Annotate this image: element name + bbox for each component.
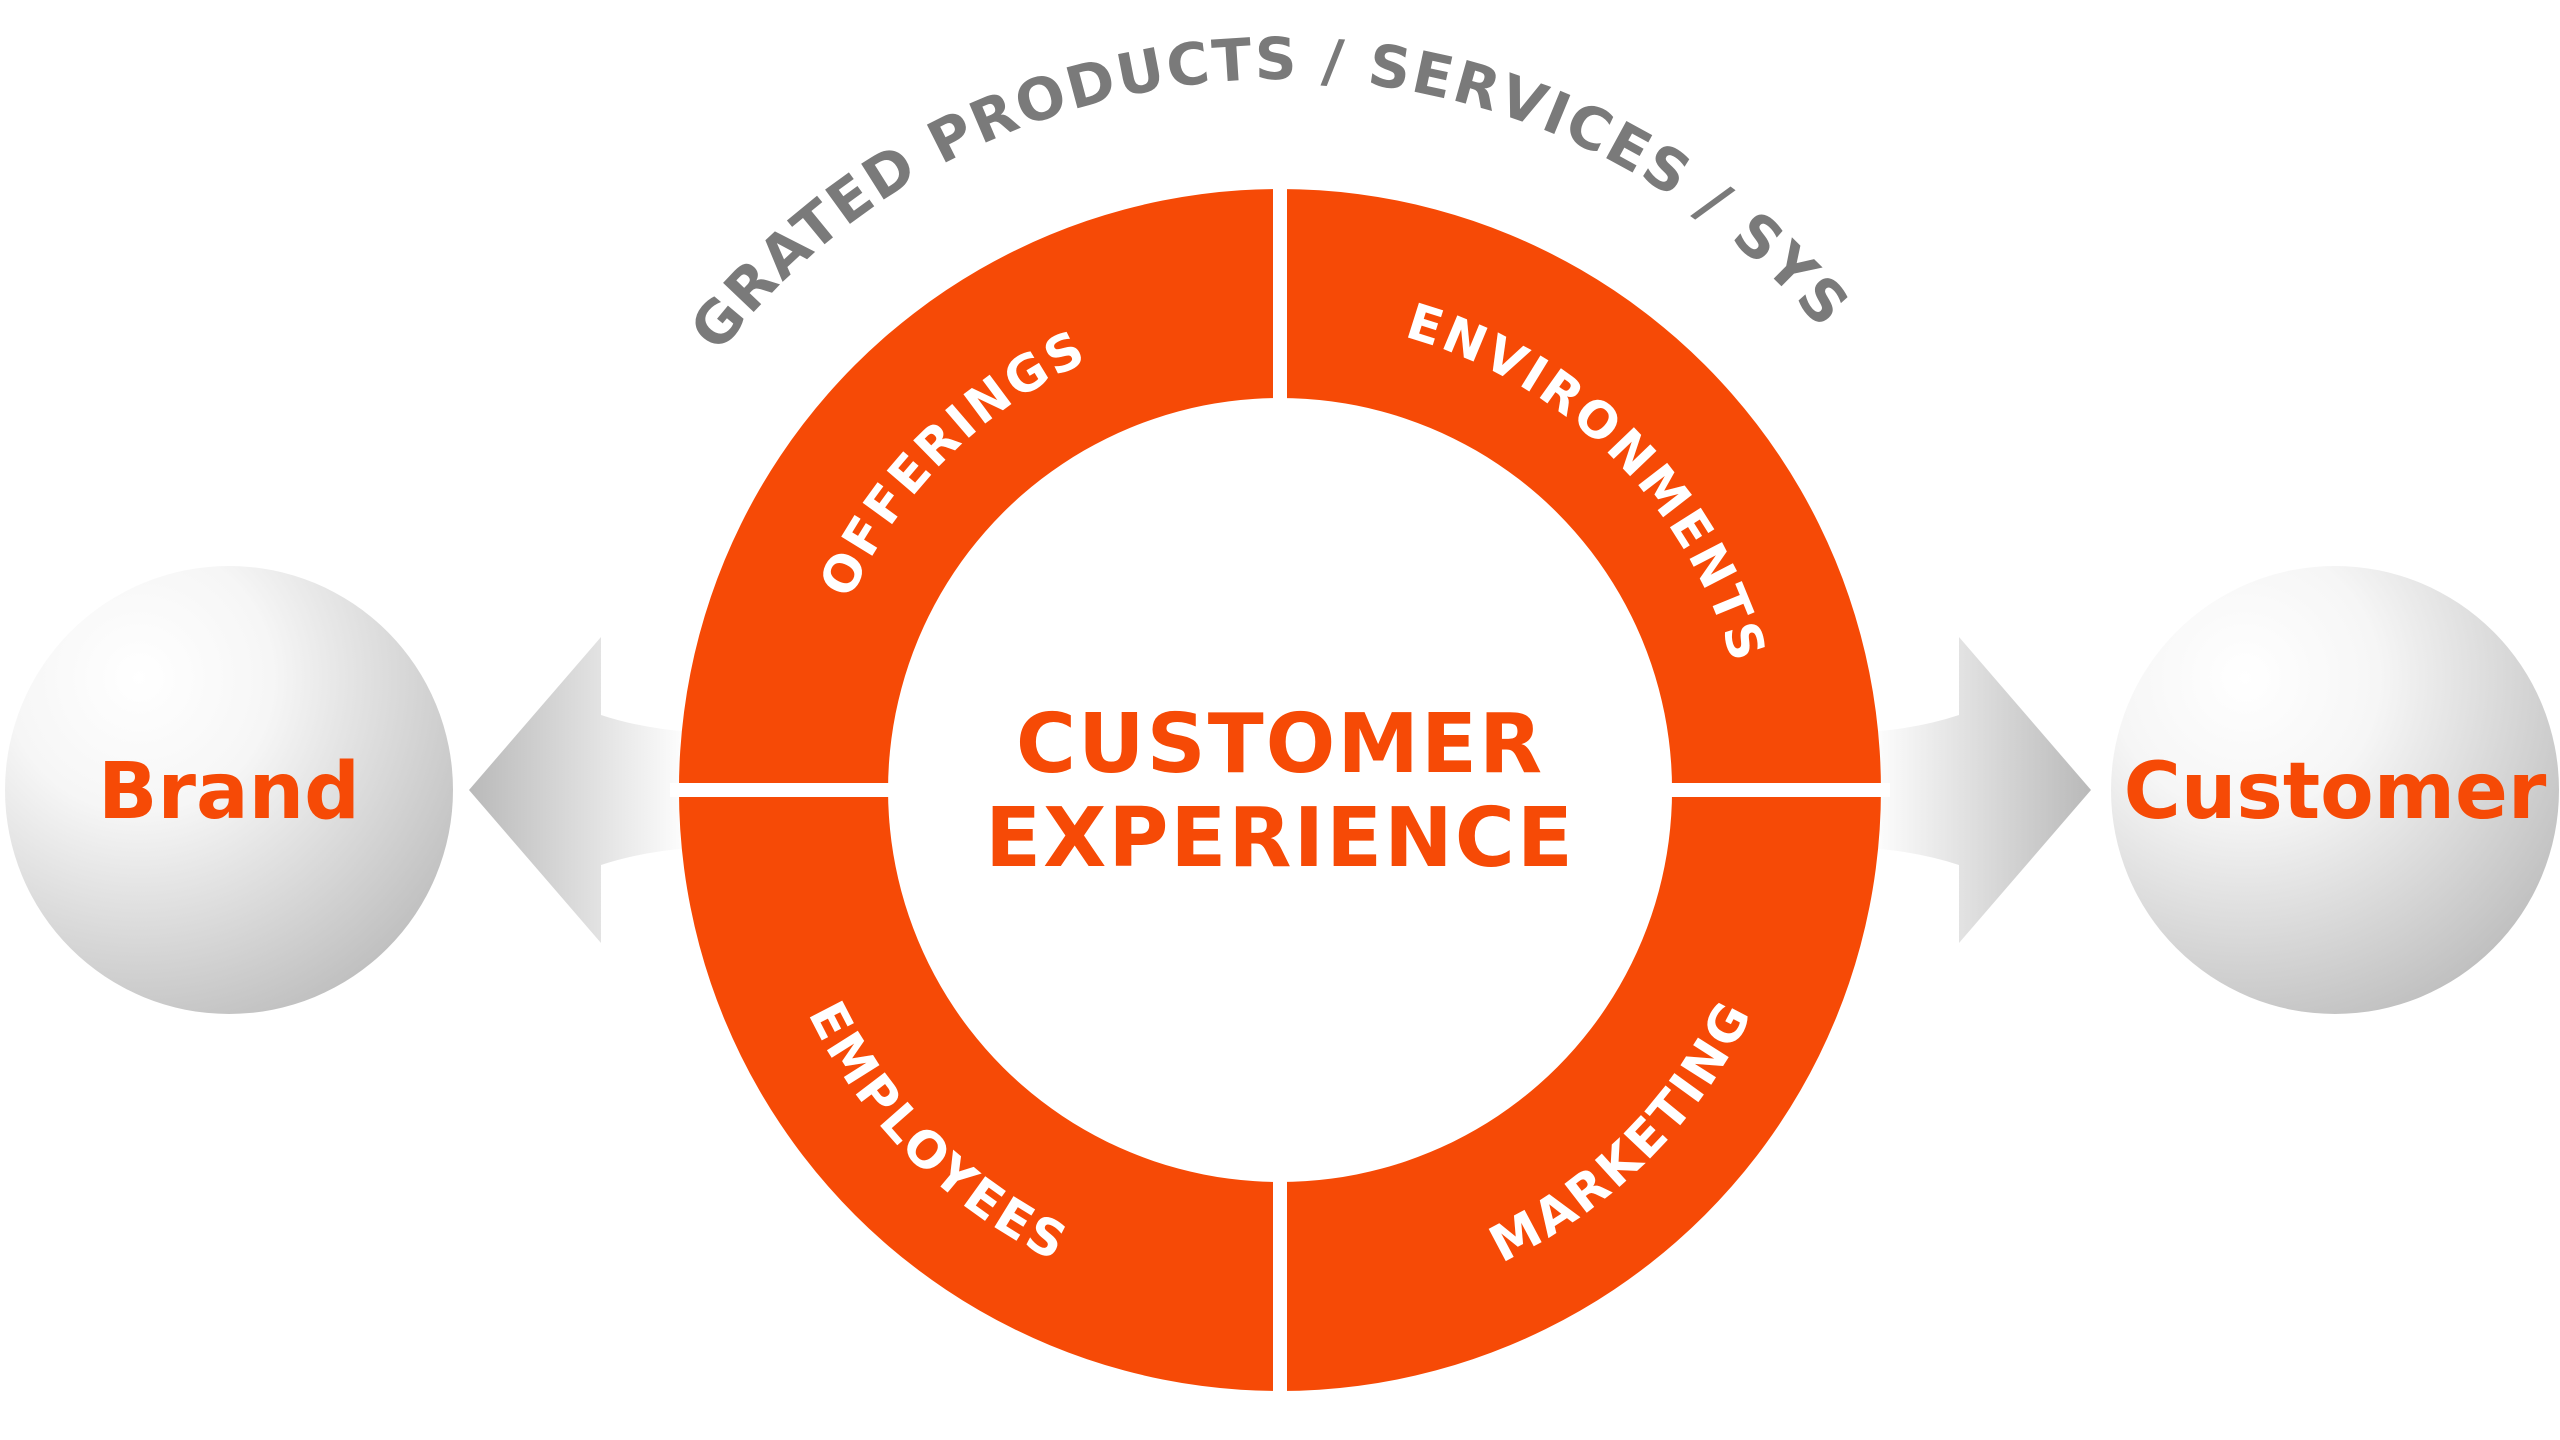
left-arrow-icon [469,637,690,943]
ring-divider-left [670,783,900,797]
experience-ring [678,189,1881,1391]
ring-divider-bottom [1273,1170,1287,1400]
brand-node-circle [5,566,453,1014]
customer-node-circle [2111,566,2559,1014]
center-line-1: CUSTOMER [1016,697,1544,792]
ring-divider-top [1273,180,1287,410]
right-arrow-icon [1870,637,2091,943]
customer-label: Customer [2124,747,2547,837]
ring-divider-right [1660,783,1890,797]
brand-label: Brand [98,747,360,837]
center-line-2: EXPERIENCE [985,791,1575,886]
